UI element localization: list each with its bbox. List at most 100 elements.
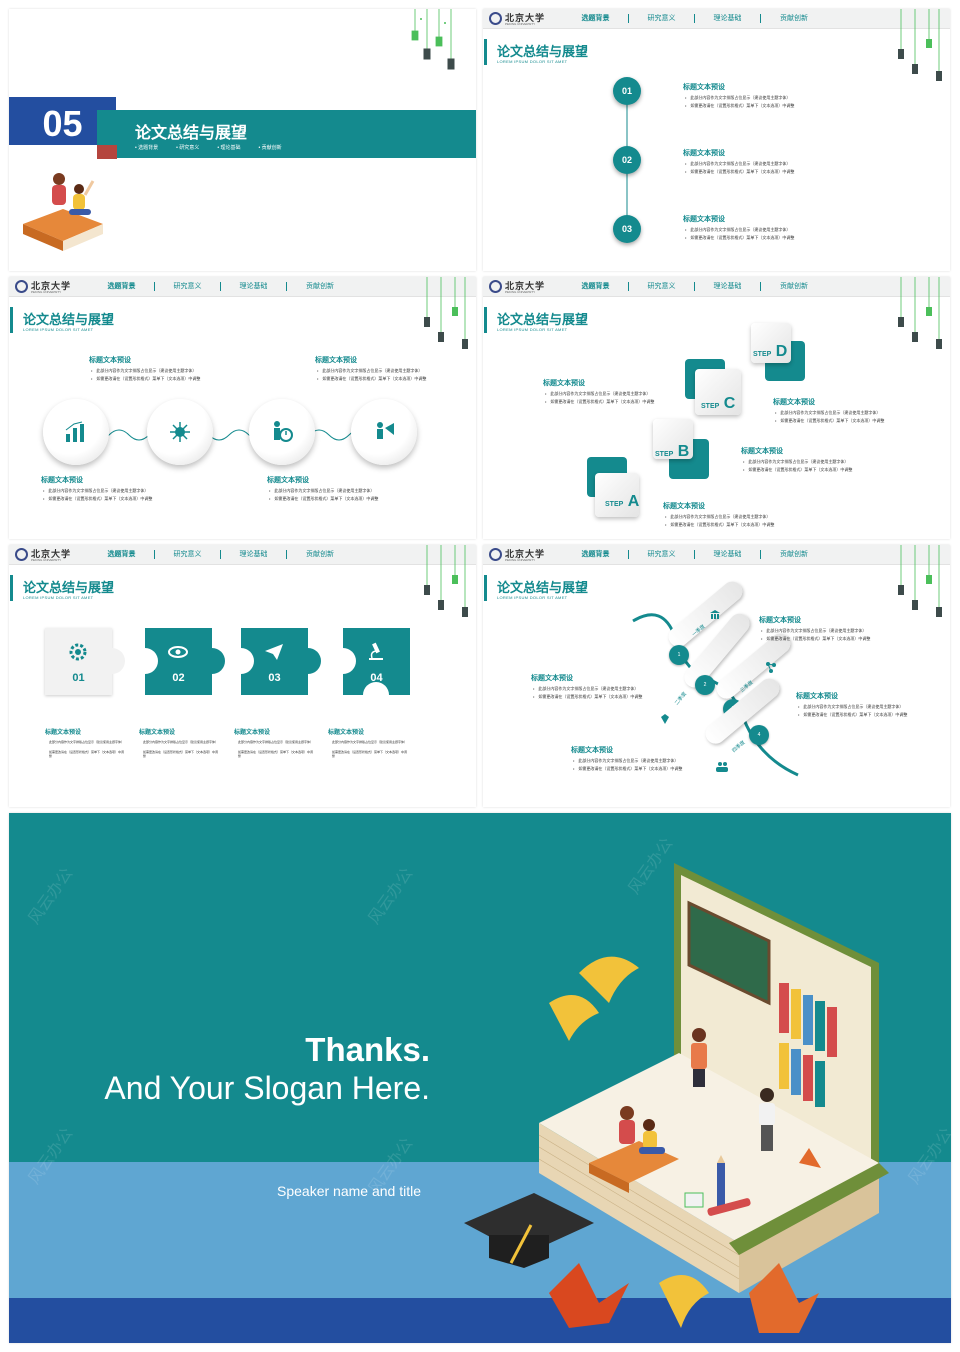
block-line: 此部分内容作为文字排版占位显示（建议使用主题字体） [761,628,866,634]
microscope-icon [369,642,383,660]
nav-item[interactable]: 选题背景 [89,550,155,559]
block-line: 此部分内容作为文字排版占位显示（建议使用主题字体） [798,704,903,710]
slide-title: 论文总结与展望 [23,312,115,327]
block-line: 此部分内容作为文字排版占位显示（建议使用主题字体） [533,686,638,692]
block-title: 标题文本预设 [683,216,725,223]
block-line: 此部分内容作为文字排版占位显示（建议使用主题字体） [43,488,148,494]
nav-item[interactable]: 选题背景 [563,282,629,291]
paper-plane-icon [265,644,283,660]
slide-section-divider[interactable]: 05 论文总结与展望 选题背景 研究意义 理论基础 贡献创新 [9,9,476,271]
block-line: 如需更改请在（设置形状格式）菜单下（文本选项）中调整 [573,766,682,772]
nav-item[interactable]: 研究意义 [629,14,695,23]
nav-item[interactable]: 研究意义 [155,550,221,559]
nav-item[interactable]: 贡献创新 [780,15,808,22]
block-line: 此部分内容作为文字排版占位显示（建议使用主题字体） [143,740,219,744]
megaphone-person-icon [377,422,394,439]
block-line: 如需更改请在（设置形状格式）菜单下（文本选项）中调整 [269,496,378,502]
block-title: 标题文本预设 [543,380,585,387]
quarter-number: 4 [749,725,769,745]
block-line: 如需更改请在（设置形状格式）菜单下（文本选项）中调整 [143,750,219,758]
nav-item[interactable]: 贡献创新 [306,551,334,558]
block-line: 此部分内容作为文字排版占位显示（建议使用主题字体） [332,740,408,744]
watermark-text: 风云办公 [365,865,417,928]
block-line: 此部分内容作为文字排版占位显示（建议使用主题字体） [685,227,790,233]
slide-subtitle: LOREM IPSUM DOLOR SIT AMET [497,595,568,600]
nav-item[interactable]: 贡献创新 [780,283,808,290]
puzzle-piece: 04 [330,628,410,708]
nav-item[interactable]: 理论基础 [695,282,761,291]
clock-person-icon [274,421,293,442]
block-line: 此部分内容作为文字排版占位显示（建议使用主题字体） [269,488,374,494]
nav-item[interactable]: 理论基础 [695,14,761,23]
block-title: 标题文本预设 [234,730,271,736]
header-nav: 选题背景 研究意义 理论基础 贡献创新 [563,550,827,559]
quarter-number: 2 [695,675,715,695]
block-line: 如需更改请在（设置形状格式）菜单下（文本选项）中调整 [332,750,408,758]
speaker-name: Speaker name and title [277,1183,421,1199]
nav-item[interactable]: 理论基础 [695,550,761,559]
open-book-classroom-illustration [464,863,889,1333]
block-title: 标题文本预设 [571,747,613,754]
slide-subtitle: LOREM IPSUM DOLOR SIT AMET [497,327,568,332]
title-accent [484,39,487,65]
title-accent [484,575,487,601]
slide-title: 论文总结与展望 [497,580,589,595]
puzzle-piece: 01 [45,628,125,695]
block-line: 此部分内容作为文字排版占位显示（建议使用主题字体） [685,161,790,167]
circle-item [43,399,109,465]
block-line: 如需更改请在（设置形状格式）菜单下（文本选项）中调整 [761,636,870,642]
nav-item[interactable]: 理论基础 [221,550,287,559]
nav-item[interactable]: 研究意义 [629,282,695,291]
slide-subtitle: LOREM IPSUM DOLOR SIT AMET [23,327,94,332]
block-line: 如需更改请在（设置形状格式）菜单下（文本选项）中调整 [317,376,426,382]
block-title: 标题文本预设 [683,84,725,91]
block-line: 此部分内容作为文字排版占位显示（建议使用主题字体） [91,368,196,374]
nav-item[interactable]: 选题背景 [89,282,155,291]
nav-item[interactable]: 贡献创新 [306,283,334,290]
circle-item [249,399,315,465]
step-block [751,323,791,363]
title-accent [10,575,13,601]
circle-item [147,399,213,465]
nav-item[interactable]: 选题背景 [563,14,629,23]
block-title: 标题文本预设 [796,693,838,700]
slide-title: 论文总结与展望 [23,580,115,595]
step-block [653,419,693,459]
block-line: 此部分内容作为文字排版占位显示（建议使用主题字体） [685,95,790,101]
nav-item[interactable]: 研究意义 [155,282,221,291]
bank-icon [710,610,720,619]
block-line: 此部分内容作为文字排版占位显示（建议使用主题字体） [573,758,678,764]
section-number: 05 [42,103,83,144]
quarter-number: 1 [669,645,689,665]
header-nav: 选题背景 研究意义 理论基础 贡献创新 [563,14,827,23]
block-line: 如需更改请在（设置形状格式）菜单下（文本选项）中调整 [49,750,125,758]
nav-item[interactable]: 理论基础 [221,282,287,291]
header-nav: 选题背景 研究意义 理论基础 贡献创新 [89,282,353,291]
step-block [595,473,639,517]
block-title: 标题文本预设 [45,730,82,736]
block-line: 此部分内容作为文字排版占位显示（建议使用主题字体） [775,410,880,416]
diamond-icon [661,714,669,724]
step-label: STEP A [605,493,640,510]
section-title: 论文总结与展望 [135,125,248,142]
step-label: STEP B [655,443,690,460]
header-nav: 选题背景 研究意义 理论基础 贡献创新 [89,550,353,559]
nav-item[interactable]: 选题背景 [563,550,629,559]
bar-chart-icon [65,421,84,442]
puzzle-piece: 03 [228,628,321,695]
slide-closing[interactable]: 风云办公 风云办公 风云办公 风云办公 风云办公 风云办公 Thanks. An… [9,813,951,1343]
molecule-icon [766,662,776,673]
section-title-bar [97,110,476,158]
title-accent [10,307,13,333]
lantern-decoration-icon [898,545,942,617]
nav-item[interactable]: 研究意义 [629,550,695,559]
block-title: 标题文本预设 [741,448,783,455]
nav-item[interactable]: 贡献创新 [780,551,808,558]
block-line: 如需更改请在（设置形状格式）菜单下（文本选项）中调整 [685,169,794,175]
